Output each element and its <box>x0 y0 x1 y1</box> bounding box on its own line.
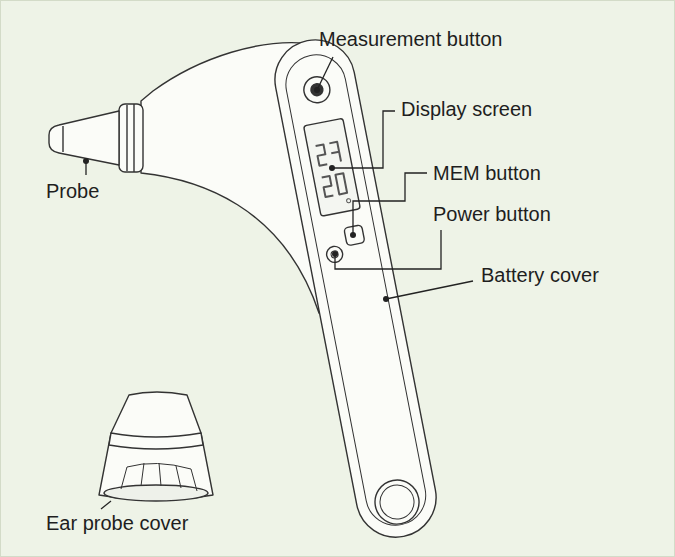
part-label: MEM button <box>433 161 541 185</box>
part-label: Probe <box>46 179 99 203</box>
leader-lines <box>86 57 473 509</box>
probe <box>49 111 119 165</box>
leader-dots <box>83 87 389 302</box>
part-label: Ear probe cover <box>46 511 188 535</box>
display-screen <box>304 118 361 216</box>
part-label: Power button <box>433 202 551 226</box>
ear-probe-cover <box>99 392 213 501</box>
probe-ring <box>119 104 143 172</box>
part-label: Battery cover <box>481 263 599 287</box>
mem-button <box>344 225 365 246</box>
part-label: Display screen <box>401 97 532 121</box>
part-label: Measurement button <box>319 27 502 51</box>
lanyard-ring <box>371 476 423 528</box>
measurement-button <box>302 75 332 105</box>
